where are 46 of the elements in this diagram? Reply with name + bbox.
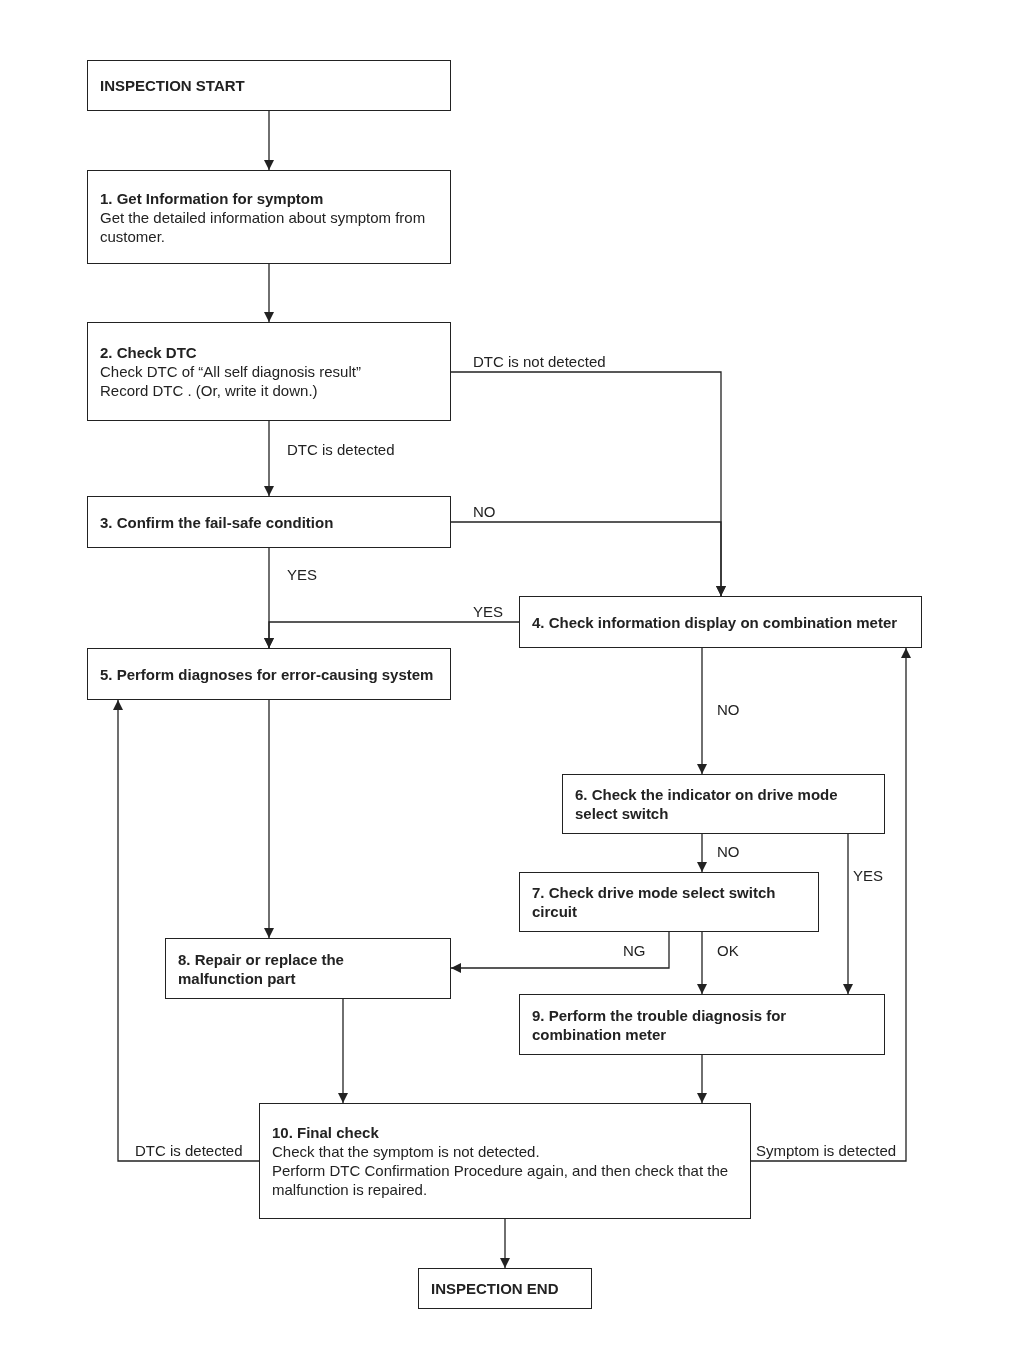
process-box [418,1268,592,1309]
arrow [697,833,707,873]
process-box [87,496,451,548]
arrow [843,833,853,995]
step-title: 1. Get Information for symptom [100,188,325,208]
process-box [87,170,451,264]
arrow [500,1218,510,1269]
process-box [519,596,922,648]
arrow [450,521,726,597]
step-title: 9. Perform the trouble diagnosis for combination meter [532,1005,788,1044]
step-title: INSPECTION END [431,1279,560,1298]
step-title: 7. Check drive mode select switch circuit [532,883,777,921]
step-text: Perform DTC Confirmation Procedure again, and then check that the malfunction is repaired. [272,1161,730,1199]
process-box [259,1103,751,1219]
arrow [450,931,670,973]
step-title: 3. Confirm the fail-safe condition [100,512,335,532]
arrow [697,1054,707,1104]
arrow [264,621,520,649]
process-box [87,322,451,421]
step-title: 5. Perform diagnoses for error-causing system [100,664,435,684]
step-title: 8. Repair or replace the malfunction part [178,949,345,988]
edge-label: Symptom is detected [755,1142,898,1160]
step-title: 6. Check the indicator on drive mode select switch [575,785,839,823]
arrow [697,931,707,995]
process-box [87,60,451,111]
process-box [562,774,885,834]
process-box [165,938,451,999]
step-text: Record DTC . (Or, write it down.) [100,381,319,400]
step-text: Check that the symptom is not detected. [272,1142,541,1161]
process-box [87,648,451,700]
step-title: 2. Check DTC [100,343,198,362]
arrow [338,998,348,1104]
arrow [264,110,274,171]
arrow [264,263,274,323]
arrow [750,647,911,1162]
step-text: Check DTC of “All self diagnosis result” [100,362,362,381]
arrow [113,699,260,1162]
step-title: 10. Final check [272,1123,380,1142]
arrow [264,420,274,497]
step-title: 4. Check information display on combination meter [532,612,899,632]
process-box [519,872,819,932]
step-text: Get the detailed information about symptom from customer. [100,207,427,246]
arrow [697,647,707,775]
process-box [519,994,885,1055]
arrow [264,699,274,939]
step-title: INSPECTION START [100,76,246,95]
